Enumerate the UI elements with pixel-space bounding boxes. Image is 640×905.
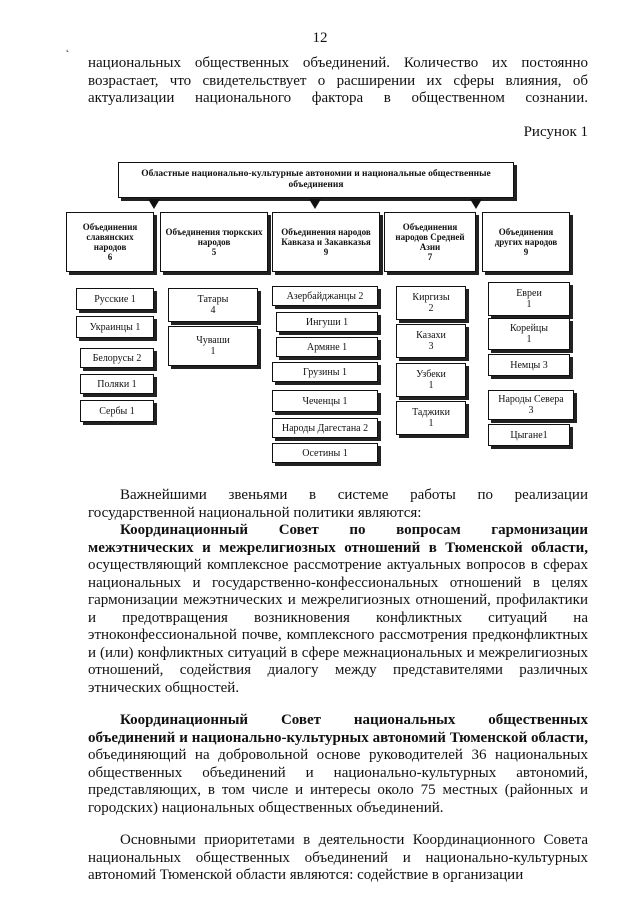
item-box: Татары 4 [168, 288, 258, 322]
item-box: Народы Севера 3 [488, 390, 574, 420]
item-box: Народы Дагестана 2 [272, 418, 378, 438]
group-title: Объединения тюркских народов [165, 227, 263, 247]
scan-mark: ˛ [66, 42, 70, 53]
org-diagram: Областные национально-культурные автоном… [66, 162, 574, 463]
group-count: 9 [323, 247, 329, 257]
group-header-other: Объединения других народов 9 [482, 212, 570, 272]
item-box: Евреи 1 [488, 282, 570, 316]
group-header-caucasus: Объединения народов Кавказа и Закавказья… [272, 212, 380, 272]
paragraph-3-text: объединяющий на добровольной основе руко… [88, 747, 588, 816]
item-box: Цыгане1 [488, 424, 570, 446]
diagram-root-box: Областные национально-культурные автоном… [118, 162, 514, 198]
item-box: Узбеки 1 [396, 363, 466, 397]
item-box: Корейцы 1 [488, 318, 570, 350]
item-box: Украинцы 1 [76, 316, 154, 338]
item-box: Грузины 1 [272, 362, 378, 382]
item-box: Киргизы 2 [396, 286, 466, 320]
item-box: Армяне 1 [276, 337, 378, 357]
item-box: Таджики 1 [396, 401, 466, 435]
paragraph-2: Координационный Совет по вопросам гармон… [88, 522, 588, 697]
paragraph-4: Основными приоритетами в деятельности Ко… [88, 832, 588, 883]
paragraph-2-bold: Координационный Совет по вопросам гармон… [88, 522, 588, 556]
group-count: 9 [523, 247, 529, 257]
item-box: Ингуши 1 [276, 312, 378, 332]
arrow-icon [148, 199, 160, 209]
item-box: Казахи 3 [396, 324, 466, 358]
group-count: 7 [427, 252, 433, 262]
figure-label: Рисунок 1 [523, 124, 588, 140]
group-title: Объединения народов Средней Азии [395, 222, 465, 252]
group-header-turkic: Объединения тюркских народов 5 [160, 212, 268, 272]
item-box: Чеченцы 1 [272, 390, 378, 412]
item-box: Немцы 3 [488, 354, 570, 376]
arrow-icon [470, 199, 482, 209]
group-header-central-asia: Объединения народов Средней Азии 7 [384, 212, 476, 272]
arrow-icon [309, 199, 321, 209]
group-title: Объединения народов Кавказа и Закавказья [281, 227, 371, 247]
diagram-root-label: Областные национально-культурные автоном… [141, 169, 491, 190]
group-title: Объединения других народов [494, 227, 558, 247]
item-box: Белорусы 2 [80, 348, 154, 368]
group-count: 5 [211, 247, 217, 257]
group-title: Объединения славянских народов [82, 222, 138, 252]
group-header-slavic: Объединения славянских народов 6 [66, 212, 154, 272]
paragraph-3: Координационный Совет национальных общес… [88, 712, 588, 817]
group-count: 6 [107, 252, 113, 262]
item-box: Поляки 1 [80, 374, 154, 394]
paragraph-2-text: осуществляющий комплексное рассмотрение … [88, 557, 588, 696]
item-box: Осетины 1 [272, 443, 378, 463]
paragraph-1: Важнейшими звеньями в системе работы по … [88, 487, 588, 521]
item-box: Сербы 1 [80, 400, 154, 422]
item-box: Азербайджанцы 2 [272, 286, 378, 306]
item-box: Чуваши 1 [168, 326, 258, 366]
item-box: Русские 1 [76, 288, 154, 310]
intro-text: национальных общественных объединений. К… [88, 55, 588, 106]
page-number: 12 [312, 30, 328, 46]
paragraph-3-bold: Координационный Совет национальных общес… [88, 712, 588, 746]
intro-paragraph: национальных общественных объединений. К… [88, 55, 588, 108]
